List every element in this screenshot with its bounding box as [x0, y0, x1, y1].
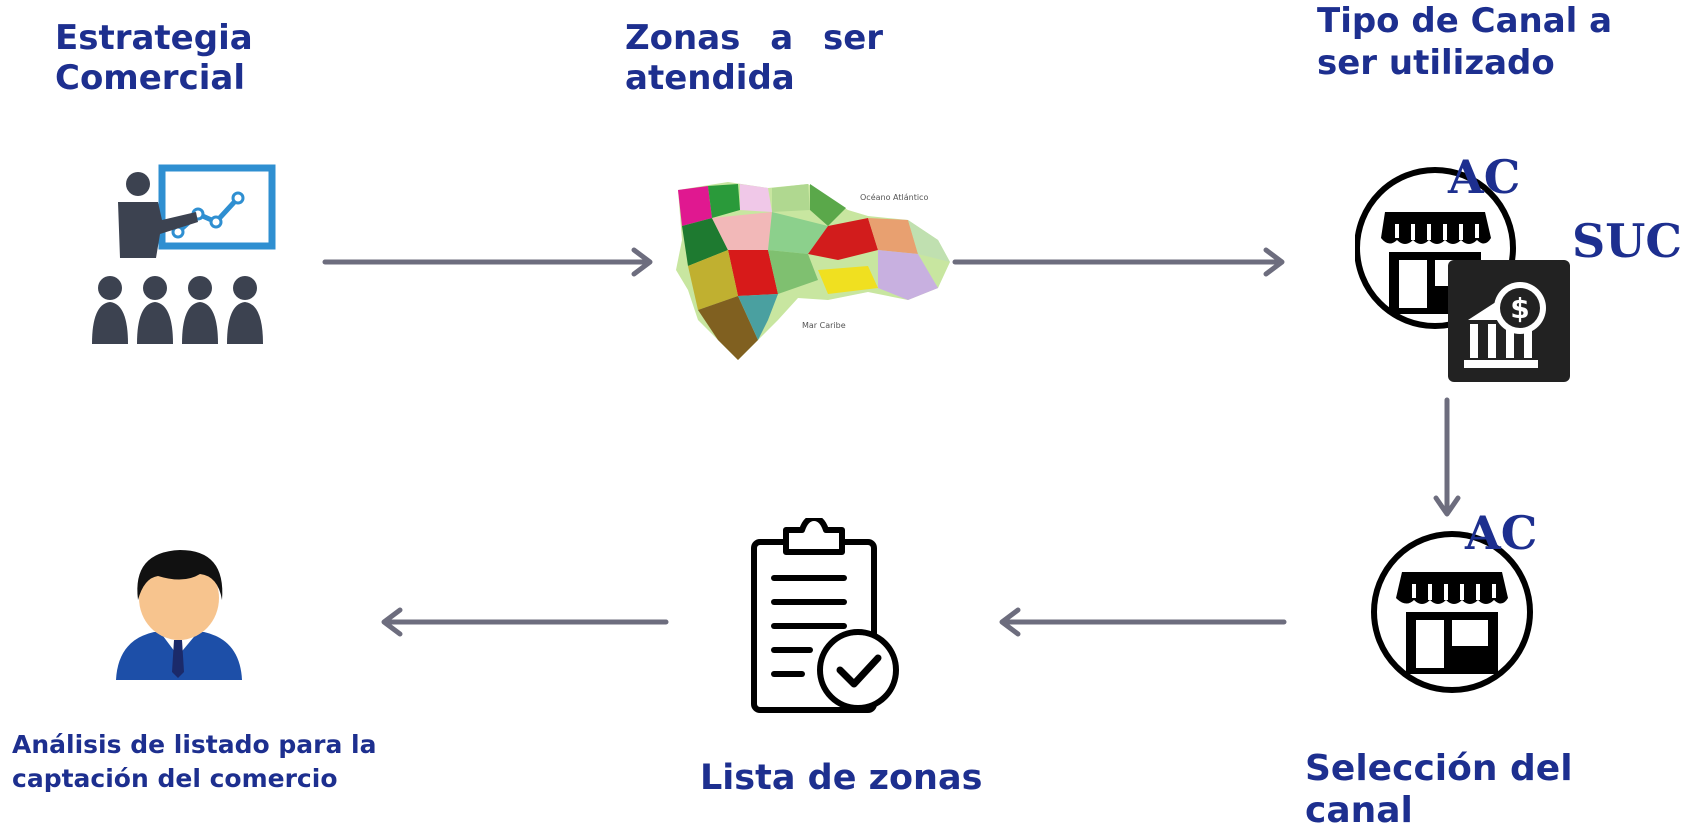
step-title-seleccion-canal: Selección del canal	[1305, 748, 1573, 832]
store-icon	[1371, 531, 1533, 693]
step-title-lista-zonas: Lista de zonas	[700, 758, 982, 798]
title-line: Selección del	[1305, 748, 1573, 789]
bank-icon: $	[1448, 260, 1570, 382]
title-line: captación del comercio	[12, 764, 338, 793]
step-title-analisis: Análisis de listado para la captación de…	[12, 728, 376, 796]
channel-tag-suc: SUC	[1572, 214, 1682, 268]
presentation-icon	[92, 164, 276, 344]
step-title-estrategia: Estrategia Comercial	[55, 18, 253, 98]
channel-tag-ac: AC	[1448, 150, 1521, 204]
title-line: Lista de zonas	[700, 758, 983, 798]
title-line: Comercial	[55, 58, 245, 98]
map-label-ocean: Océano Atlántico	[860, 192, 928, 202]
title-line: canal	[1305, 790, 1413, 831]
businessman-avatar-icon	[116, 550, 242, 680]
svg-text:$: $	[1510, 292, 1529, 325]
channel-tag-ac: AC	[1465, 506, 1538, 560]
title-line: Tipo de Canal a	[1317, 1, 1613, 41]
dominican-republic-map: Océano Atlántico Mar Caribe	[676, 182, 950, 360]
map-label-sea: Mar Caribe	[802, 321, 846, 330]
arrow-left-1	[999, 607, 1287, 637]
step-title-zonas: Zonas a ser atendida	[625, 18, 883, 98]
clipboard-check-icon	[751, 518, 899, 713]
arrow-right-1	[322, 247, 653, 277]
title-line: Estrategia	[55, 18, 253, 58]
step-title-tipo-canal: Tipo de Canal a ser utilizado	[1317, 0, 1612, 84]
title-line: atendida	[625, 58, 795, 98]
title-line: Zonas a ser	[625, 18, 884, 58]
arrow-right-2	[952, 247, 1285, 277]
title-line: ser utilizado	[1317, 43, 1555, 83]
arrow-left-2	[381, 607, 669, 637]
arrow-down	[1433, 397, 1461, 517]
title-line: Análisis de listado para la	[12, 730, 377, 759]
